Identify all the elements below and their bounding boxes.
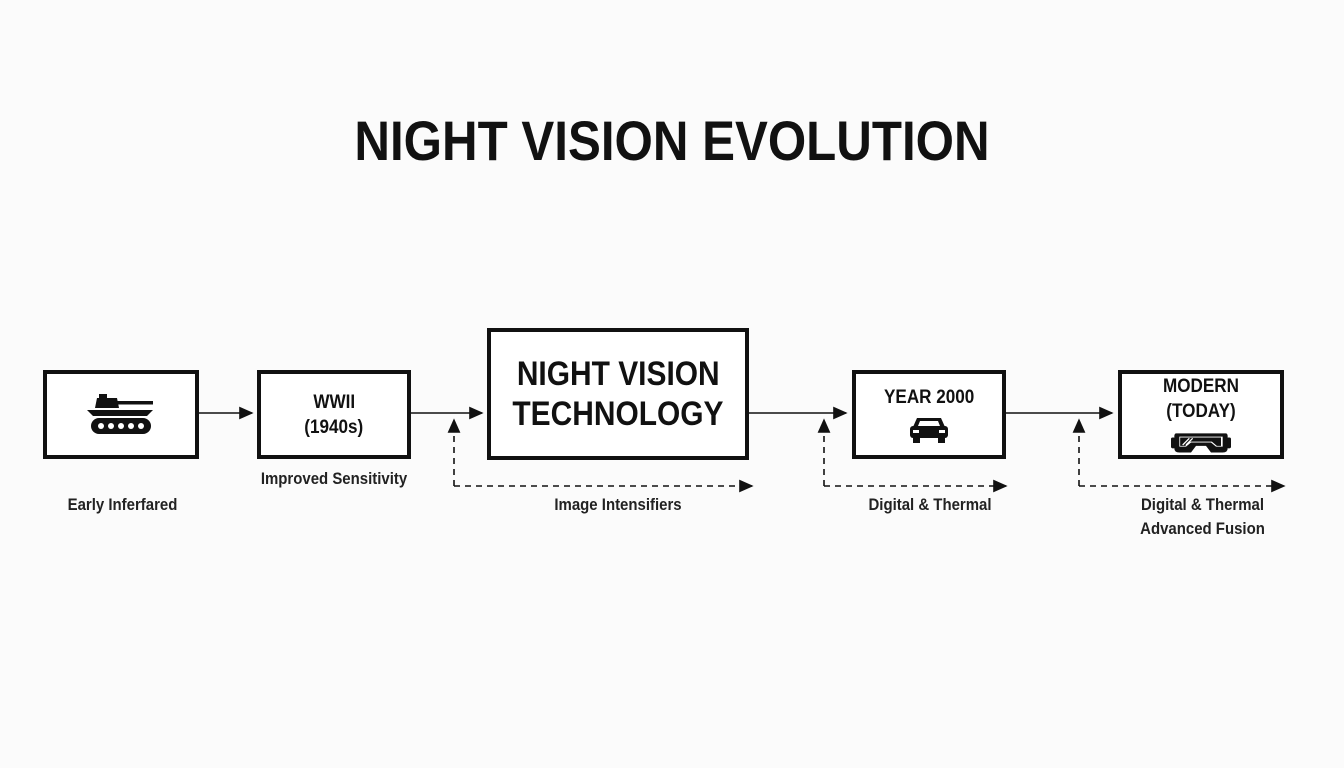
center-line2: TECHNOLOGY bbox=[512, 395, 724, 433]
node-year-2000: YEAR 2000 bbox=[852, 370, 1006, 459]
label-image-intensifiers: Image Intensifiers bbox=[554, 495, 682, 514]
y2000-line1: YEAR 2000 bbox=[883, 387, 975, 408]
tank-icon bbox=[87, 393, 153, 434]
wwii-line2: (1940s) bbox=[304, 416, 364, 438]
modern-line1: MODERN (TODAY) bbox=[1162, 376, 1239, 422]
label-advanced-fusion-line1: Digital & Thermal bbox=[1140, 495, 1265, 514]
label-advanced-fusion-line2: Advanced Fusion bbox=[1140, 519, 1265, 538]
node-night-vision-technology: NIGHT VISION TECHNOLOGY bbox=[487, 328, 749, 460]
node-modern-today: MODERN (TODAY) bbox=[1118, 370, 1284, 459]
node-wwii: WWII (1940s) bbox=[257, 370, 411, 459]
diagram-title: NIGHT VISION EVOLUTION bbox=[354, 109, 990, 172]
node-early-infrared bbox=[43, 370, 199, 459]
label-advanced-fusion: Digital & Thermal Advanced Fusion bbox=[1112, 493, 1292, 541]
label-early-infrared: Early Inferfared bbox=[67, 495, 178, 514]
wwii-line1: WWII bbox=[313, 391, 355, 413]
goggles-icon bbox=[1171, 433, 1231, 453]
label-improved-sensitivity: Improved Sensitivity bbox=[260, 469, 408, 488]
center-line1: NIGHT VISION bbox=[516, 355, 720, 393]
label-digital-thermal: Digital & Thermal bbox=[868, 495, 992, 514]
car-icon bbox=[910, 418, 948, 443]
